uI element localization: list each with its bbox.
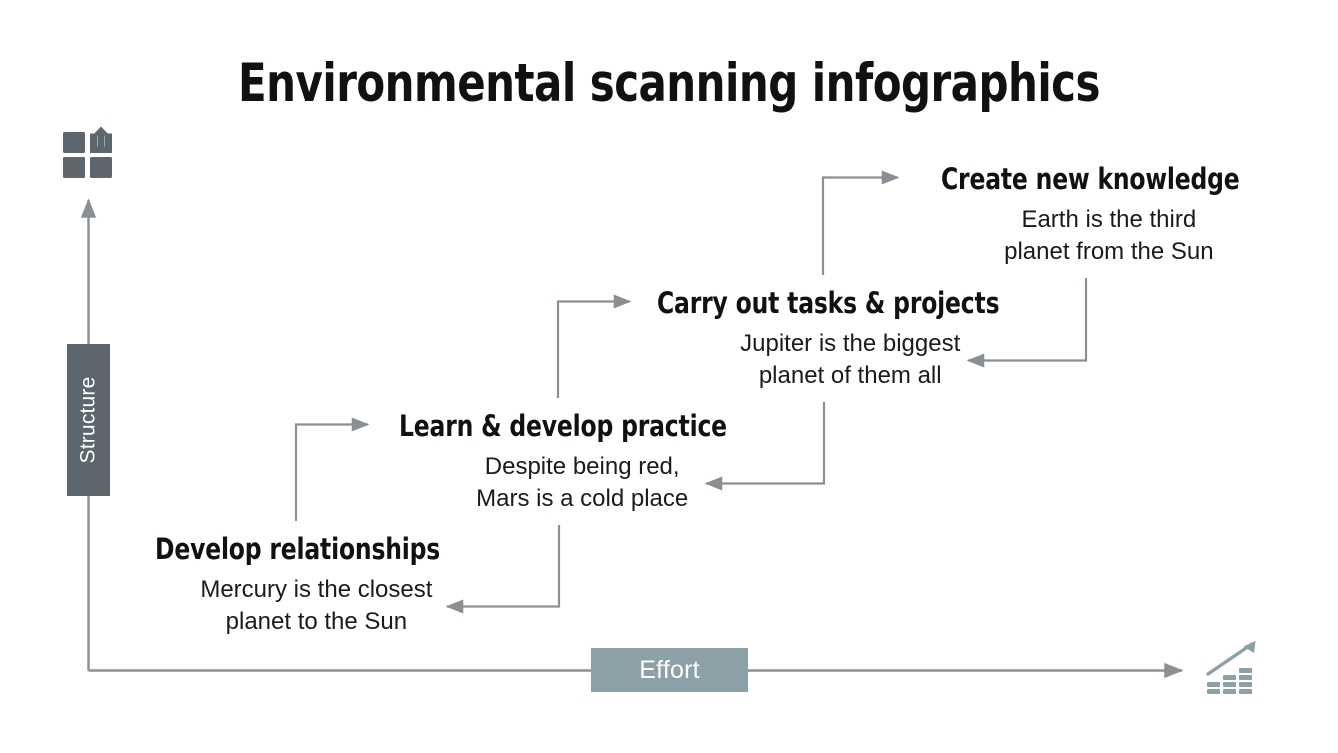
step-body-line: Mercury is the closest (200, 576, 433, 604)
step-body-line: Despite being red, (484, 453, 680, 481)
step-body-line: Jupiter is the biggest (740, 330, 961, 358)
step-body-line: planet to the Sun (225, 608, 408, 636)
step-block-carry-out-tasks-projects: Carry out tasks & projects Jupiter is th… (657, 288, 1037, 392)
step-body: Jupiter is the biggest planet of them al… (657, 328, 1037, 391)
connector-step1-to-step2 (556, 294, 632, 398)
axis-label-effort: Effort (591, 648, 748, 692)
step-title: Develop relationships (155, 532, 441, 566)
growth-chart-icon (1204, 637, 1264, 697)
connector-step0-to-step1 (294, 417, 370, 521)
step-block-learn-develop-practice: Learn & develop practice Despite being r… (399, 411, 763, 515)
step-block-create-new-knowledge: Create new knowledge Earth is the third … (941, 164, 1273, 268)
step-body: Mercury is the closest planet to the Sun (155, 574, 472, 637)
axis-label-effort-text: Effort (639, 655, 700, 684)
step-body: Earth is the third planet from the Sun (941, 204, 1273, 267)
step-title: Create new knowledge (941, 162, 1240, 196)
axis-label-structure: Structure (67, 344, 110, 496)
axis-label-structure-text: Structure (76, 376, 100, 464)
step-block-develop-relationships: Develop relationships Mercury is the clo… (155, 534, 472, 638)
connector-step2-to-step3 (821, 170, 900, 275)
step-body-line: planet from the Sun (1004, 238, 1214, 266)
step-body-line: planet of them all (758, 362, 942, 390)
grid-upload-icon (60, 126, 116, 182)
step-body-line: Mars is a cold place (476, 485, 689, 513)
step-body: Despite being red, Mars is a cold place (399, 451, 763, 514)
page-title: Environmental scanning infographics (238, 53, 1100, 114)
step-title: Learn & develop practice (399, 409, 727, 443)
step-body-line: Earth is the third (1021, 206, 1197, 234)
step-title: Carry out tasks & projects (657, 286, 1000, 320)
